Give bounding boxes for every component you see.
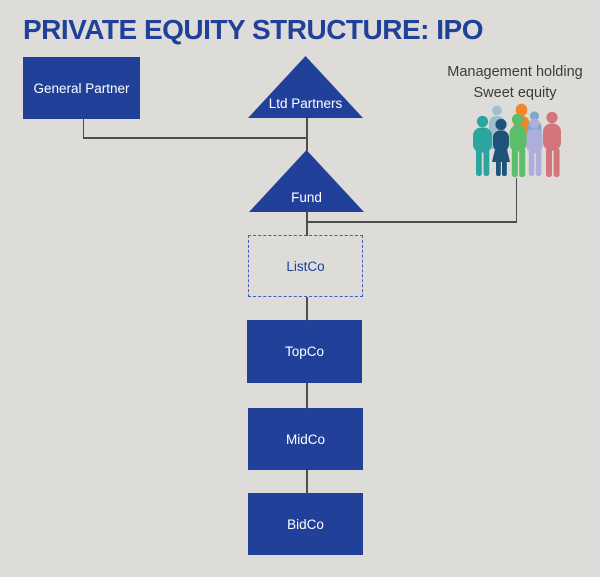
people-group-icon: [473, 103, 561, 177]
person-green-front: [509, 113, 527, 177]
connector-fund-to-listco: [306, 211, 308, 236]
person-lavender-front: [526, 118, 543, 176]
node-ltd-partners: Ltd Partners: [248, 56, 363, 118]
management-label-line2: Sweet equity: [473, 85, 557, 101]
connector-ltdpartners-to-fund: [306, 118, 308, 151]
connector-management-down: [515, 178, 518, 222]
management-label: Management holding Sweet equity: [440, 62, 590, 104]
connector-generalpartner-horizontal: [82, 137, 308, 139]
node-topco-label: TopCo: [284, 344, 325, 359]
node-bidco-label: BidCo: [287, 516, 324, 532]
node-listco: ListCo: [248, 235, 363, 297]
node-bidco: BidCo: [248, 493, 363, 555]
node-topco: TopCo: [247, 320, 362, 383]
node-fund-label: Fund: [291, 190, 322, 205]
node-midco: MidCo: [248, 408, 363, 470]
node-general-partner: General Partner: [23, 57, 140, 119]
node-ltd-partners-label: Ltd Partners: [268, 96, 343, 111]
connector-management-horizontal: [306, 221, 517, 223]
management-label-line1: Management holding: [447, 64, 583, 80]
page-title: PRIVATE EQUITY STRUCTURE: IPO: [23, 14, 483, 45]
node-general-partner-label: General Partner: [33, 80, 130, 96]
person-navy-front: [492, 118, 510, 176]
connector-generalpartner-down: [82, 119, 85, 139]
node-midco-label: MidCo: [285, 431, 325, 447]
person-teal-front: [473, 115, 492, 176]
connector-topco-to-midco: [306, 383, 308, 409]
connector-listco-to-topco: [306, 297, 308, 321]
node-fund: Fund: [249, 150, 364, 212]
node-listco-label: ListCo: [286, 258, 325, 274]
connector-midco-to-bidco: [306, 470, 308, 494]
person-pink-front: [543, 111, 561, 177]
